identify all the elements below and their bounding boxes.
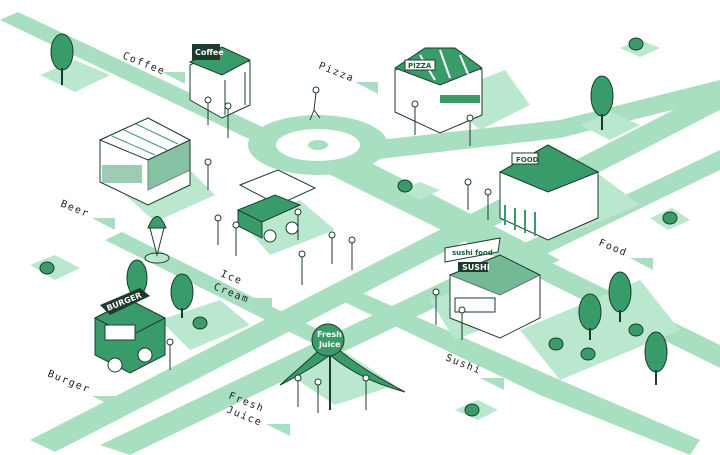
tree-icon — [170, 273, 194, 318]
pizza-sign: PIZZA — [408, 62, 432, 70]
road-upper-right — [340, 80, 720, 160]
label-food: Food — [597, 238, 629, 259]
person-icon — [224, 102, 232, 138]
road-lower-right — [340, 292, 700, 455]
person-icon — [458, 306, 466, 340]
ice-cream-icon — [144, 216, 170, 264]
people — [166, 86, 492, 413]
person-icon — [298, 250, 306, 285]
person-icon — [484, 188, 492, 220]
label-pizza: Pizza — [317, 61, 356, 85]
tree-icon — [50, 33, 74, 85]
tree-icon — [578, 293, 602, 340]
person-icon — [232, 221, 240, 256]
bush-icon — [548, 337, 564, 351]
person-icon — [166, 338, 174, 370]
bush-icon — [39, 261, 55, 275]
label-burger: Burger — [46, 369, 92, 396]
person-icon — [204, 96, 212, 125]
food-stall[interactable]: FOOD — [498, 144, 600, 241]
label-beer: Beer — [59, 199, 91, 220]
burger-truck[interactable]: BURGER — [93, 288, 167, 374]
bush-icon — [628, 37, 644, 51]
person-icon — [204, 158, 212, 190]
bush-icon — [580, 347, 596, 361]
person-icon — [309, 86, 321, 121]
person-icon — [411, 100, 419, 135]
bush-icon — [464, 403, 480, 417]
tree-icon — [644, 331, 668, 385]
pizza-stall[interactable]: PIZZA — [393, 47, 484, 134]
person-icon — [294, 374, 302, 407]
beer-stall[interactable] — [98, 117, 192, 206]
bushes — [39, 37, 678, 417]
sushi-food-sign: sushi food — [452, 249, 493, 257]
juice-sign-line-2: Juice — [318, 340, 341, 349]
person-icon — [466, 114, 474, 146]
bush-icon — [397, 179, 413, 193]
person-icon — [348, 236, 356, 270]
tree-icon — [590, 75, 614, 130]
person-icon — [314, 378, 322, 413]
bush-icon — [662, 211, 678, 225]
sushi-sign: SUSHI — [462, 263, 490, 272]
ice-cream-cart[interactable] — [236, 169, 317, 243]
tree-icon — [608, 271, 632, 322]
person-icon — [328, 231, 336, 264]
trees — [50, 33, 668, 385]
food-sign: FOOD — [516, 156, 539, 164]
roundabout-center — [308, 140, 328, 150]
person-icon — [464, 178, 472, 210]
bush-icon — [628, 323, 644, 337]
person-icon — [432, 288, 440, 325]
person-icon — [214, 214, 222, 245]
person-icon — [294, 208, 302, 240]
road-mid-cross — [330, 152, 560, 270]
coffee-sign: Coffee — [195, 48, 224, 57]
fresh-juice-tent[interactable]: Fresh Juice — [279, 323, 406, 410]
label-pointers — [92, 72, 653, 436]
bush-icon — [192, 316, 208, 330]
juice-sign-line-1: Fresh — [317, 330, 342, 339]
person-icon — [362, 374, 370, 410]
